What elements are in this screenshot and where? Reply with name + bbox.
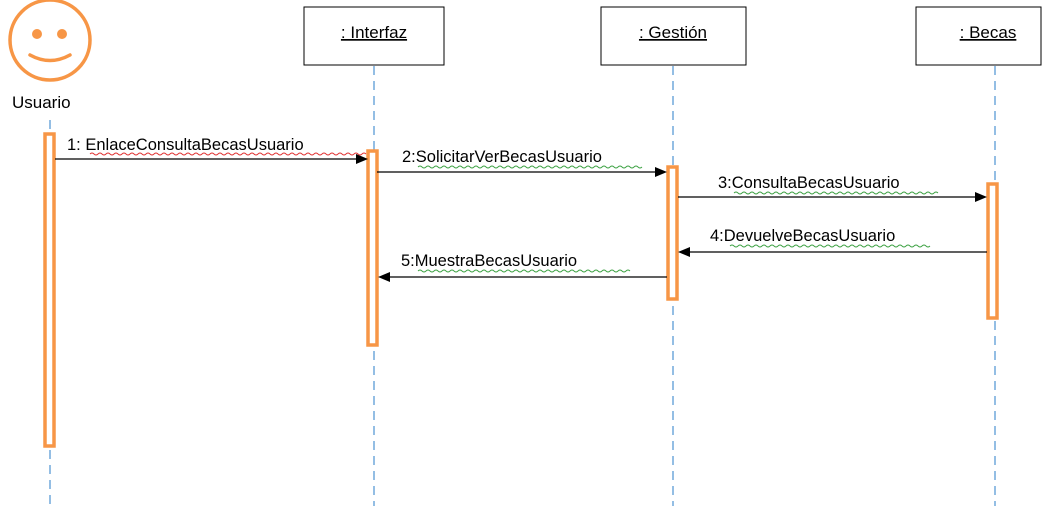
message-2-label: 2:SolicitarVerBecasUsuario — [402, 148, 602, 166]
activation-interfaz — [366, 149, 379, 347]
message-5-label: 5:MuestraBecasUsuario — [401, 252, 577, 270]
message-1: 1: EnlaceConsultaBecasUsuario — [55, 136, 368, 164]
object-box-becas: : Becas — [915, 6, 1042, 66]
message-4: 4:DevuelveBecasUsuario — [678, 227, 987, 257]
message-1-label: 1: EnlaceConsultaBecasUsuario — [67, 136, 304, 154]
message-4-label: 4:DevuelveBecasUsuario — [710, 227, 895, 245]
object-box-gestion: : Gestión — [600, 6, 747, 66]
activation-becas — [986, 182, 999, 320]
actor-label: Usuario — [12, 93, 71, 112]
message-2: 2:SolicitarVerBecasUsuario — [377, 148, 667, 177]
object-label-becas: : Becas — [960, 23, 1017, 42]
object-label-interfaz: : Interfaz — [341, 23, 407, 42]
activation-usuario — [43, 132, 56, 448]
message-3: 3:ConsultaBecasUsuario — [678, 174, 987, 202]
activation-gestion — [666, 165, 679, 301]
actor-smiley-icon — [8, 0, 92, 82]
object-box-interfaz: : Interfaz — [303, 6, 445, 66]
message-5: 5:MuestraBecasUsuario — [378, 252, 667, 282]
object-label-gestion: : Gestión — [639, 23, 707, 42]
message-3-label: 3:ConsultaBecasUsuario — [718, 174, 900, 192]
